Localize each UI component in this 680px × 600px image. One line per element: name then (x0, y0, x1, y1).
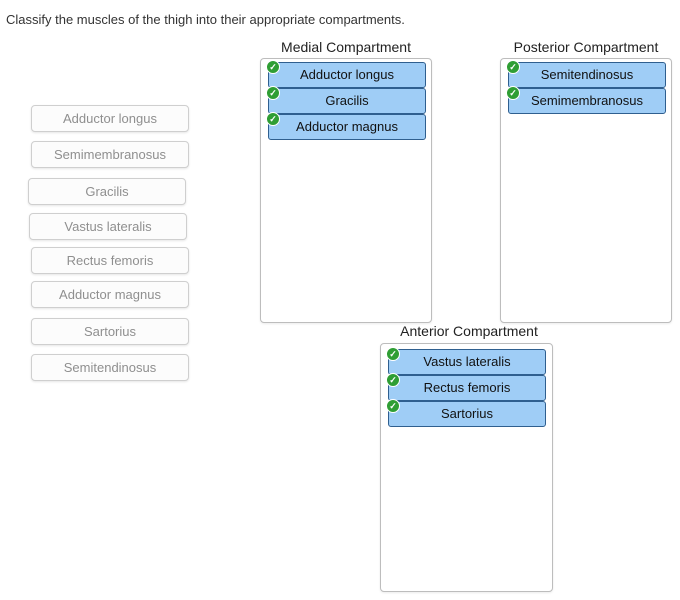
check-circle-icon: ✓ (266, 86, 280, 100)
placed-item-label: Rectus femoris (423, 380, 511, 395)
anterior-compartment-dropzone[interactable]: ✓ Vastus lateralis ✓ Rectus femoris ✓ Sa… (380, 343, 553, 592)
check-circle-icon: ✓ (386, 347, 400, 361)
source-item-semimembranosus[interactable]: Semimembranosus (31, 141, 189, 168)
placed-item-adductor-longus[interactable]: ✓ Adductor longus (266, 60, 426, 88)
placed-item-label: Adductor longus (300, 67, 394, 82)
placed-item-vastus-lateralis[interactable]: ✓ Vastus lateralis (386, 347, 546, 375)
source-item-rectus-femoris[interactable]: Rectus femoris (31, 247, 189, 274)
placed-item-label: Adductor magnus (296, 119, 398, 134)
posterior-compartment-dropzone[interactable]: ✓ Semitendinosus ✓ Semimembranosus (500, 58, 672, 323)
check-circle-icon: ✓ (266, 112, 280, 126)
source-item-adductor-longus[interactable]: Adductor longus (31, 105, 189, 132)
placed-item-gracilis[interactable]: ✓ Gracilis (266, 86, 426, 114)
source-item-gracilis[interactable]: Gracilis (28, 178, 186, 205)
medial-compartment-dropzone[interactable]: ✓ Adductor longus ✓ Gracilis ✓ Adductor … (260, 58, 432, 323)
placed-item-semimembranosus[interactable]: ✓ Semimembranosus (506, 86, 666, 114)
placed-item-label: Semitendinosus (540, 67, 634, 82)
placed-item-label: Vastus lateralis (423, 354, 511, 369)
source-item-vastus-lateralis[interactable]: Vastus lateralis (29, 213, 187, 240)
placed-item-label: Semimembranosus (531, 93, 643, 108)
placed-item-label: Sartorius (440, 406, 494, 421)
placed-item-rectus-femoris[interactable]: ✓ Rectus femoris (386, 373, 546, 401)
check-circle-icon: ✓ (266, 60, 280, 74)
check-circle-icon: ✓ (506, 60, 520, 74)
check-circle-icon: ✓ (386, 373, 400, 387)
source-item-sartorius[interactable]: Sartorius (31, 318, 189, 345)
placed-item-sartorius[interactable]: ✓ Sartorius (386, 399, 546, 427)
medial-compartment-title: Medial Compartment (281, 39, 411, 55)
placed-item-semitendinosus[interactable]: ✓ Semitendinosus (506, 60, 666, 88)
check-circle-icon: ✓ (386, 399, 400, 413)
source-item-adductor-magnus[interactable]: Adductor magnus (31, 281, 189, 308)
instruction-text: Classify the muscles of the thigh into t… (6, 12, 405, 27)
placed-item-label: Gracilis (325, 93, 369, 108)
check-circle-icon: ✓ (506, 86, 520, 100)
placed-item-adductor-magnus[interactable]: ✓ Adductor magnus (266, 112, 426, 140)
anterior-compartment-title: Anterior Compartment (400, 323, 538, 339)
source-item-semitendinosus[interactable]: Semitendinosus (31, 354, 189, 381)
posterior-compartment-title: Posterior Compartment (513, 39, 659, 55)
